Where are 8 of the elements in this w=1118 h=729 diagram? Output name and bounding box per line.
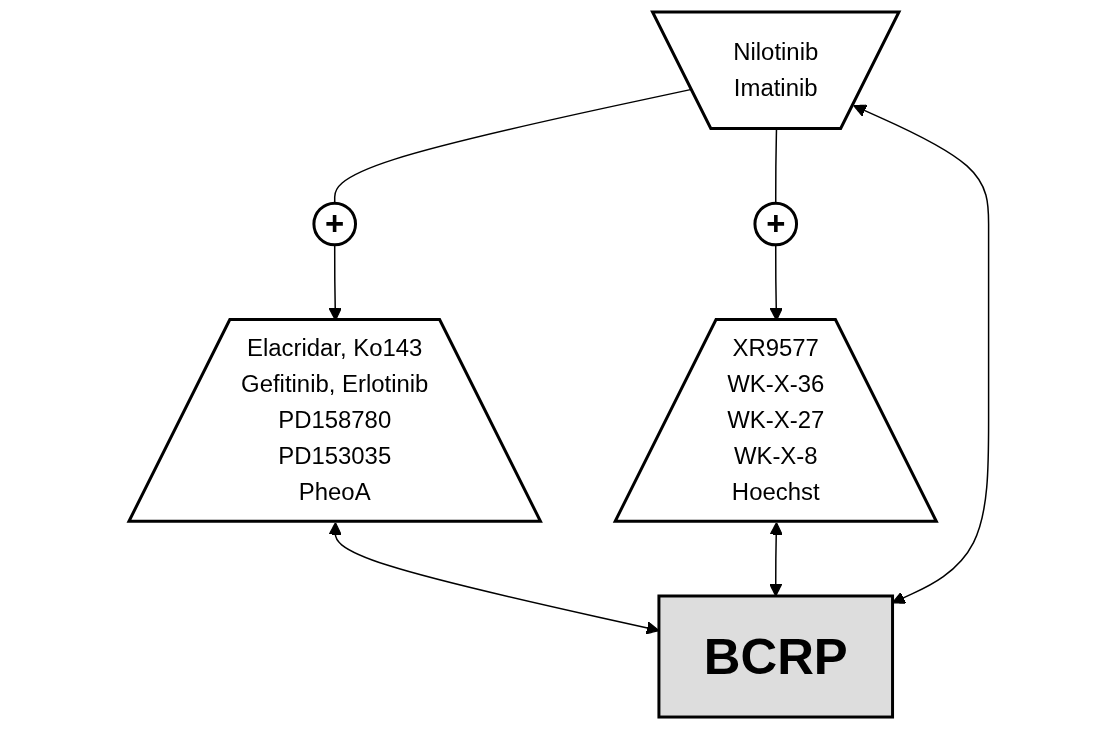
connector — [334, 88, 693, 204]
arrow — [328, 522, 660, 635]
arrow — [769, 522, 783, 597]
connector — [775, 128, 778, 204]
node-box: BCRP — [657, 594, 895, 719]
node-circle: + — [753, 201, 799, 247]
node-circle: + — [312, 201, 358, 247]
arrow — [853, 104, 990, 604]
